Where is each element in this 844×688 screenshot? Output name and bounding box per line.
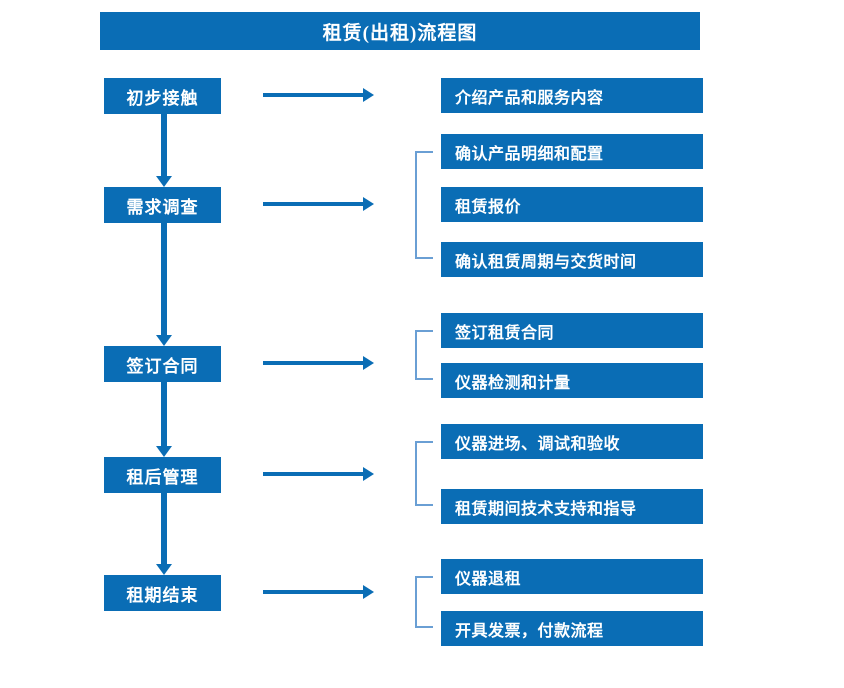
flow-connector-1 <box>156 114 172 187</box>
arrow-shaft <box>161 382 167 446</box>
arrow-head-icon <box>363 467 374 481</box>
detail-box[interactable]: 仪器进场、调试和验收 <box>441 424 703 459</box>
arrow-shaft <box>263 202 363 206</box>
arrow-shaft <box>263 361 363 365</box>
arrow-shaft <box>263 93 363 97</box>
arrow-head-icon <box>156 564 172 575</box>
arrow-shaft <box>263 590 363 594</box>
stage-box-4[interactable]: 租后管理 <box>104 457 221 493</box>
arrow-head-icon <box>363 88 374 102</box>
group-bracket-4 <box>415 441 433 506</box>
detail-box[interactable]: 租赁期间技术支持和指导 <box>441 489 703 524</box>
arrow-head-icon <box>156 335 172 346</box>
stage-arrow-2 <box>263 197 374 211</box>
detail-box[interactable]: 签订租赁合同 <box>441 313 703 348</box>
detail-box[interactable]: 仪器退租 <box>441 559 703 594</box>
arrow-head-icon <box>363 585 374 599</box>
arrow-head-icon <box>156 446 172 457</box>
detail-box[interactable]: 开具发票，付款流程 <box>441 611 703 646</box>
arrow-head-icon <box>363 197 374 211</box>
arrow-shaft <box>161 223 167 335</box>
flow-connector-4 <box>156 493 172 575</box>
detail-box[interactable]: 确认租赁周期与交货时间 <box>441 242 703 277</box>
detail-box[interactable]: 仪器检测和计量 <box>441 363 703 398</box>
stage-box-3[interactable]: 签订合同 <box>104 346 221 382</box>
group-bracket-3 <box>415 330 433 380</box>
page-title: 租赁(出租)流程图 <box>100 12 700 50</box>
detail-box[interactable]: 确认产品明细和配置 <box>441 134 703 169</box>
stage-arrow-1 <box>263 88 374 102</box>
group-bracket-5 <box>415 576 433 628</box>
detail-box[interactable]: 介绍产品和服务内容 <box>441 78 703 113</box>
stage-arrow-4 <box>263 467 374 481</box>
arrow-shaft <box>161 114 167 176</box>
arrow-head-icon <box>363 356 374 370</box>
stage-arrow-3 <box>263 356 374 370</box>
stage-box-1[interactable]: 初步接触 <box>104 78 221 114</box>
stage-box-2[interactable]: 需求调查 <box>104 187 221 223</box>
arrow-head-icon <box>156 176 172 187</box>
group-bracket-2 <box>415 151 433 259</box>
stage-arrow-5 <box>263 585 374 599</box>
arrow-shaft <box>263 472 363 476</box>
stage-box-5[interactable]: 租期结束 <box>104 575 221 611</box>
arrow-shaft <box>161 493 167 564</box>
flow-connector-3 <box>156 382 172 457</box>
flow-connector-2 <box>156 223 172 346</box>
detail-box[interactable]: 租赁报价 <box>441 187 703 222</box>
